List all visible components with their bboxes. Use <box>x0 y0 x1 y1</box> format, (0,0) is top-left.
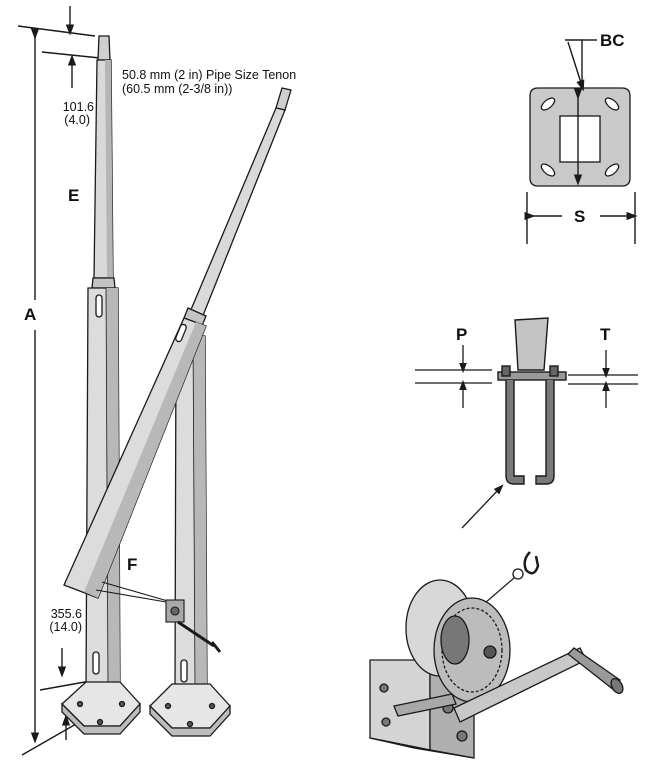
dimension-s <box>524 192 638 244</box>
dimension-bc <box>565 39 597 186</box>
label-p: P <box>456 325 468 344</box>
dimension-p <box>415 345 492 408</box>
label-a: A <box>24 305 37 324</box>
dim-top-in: (4.0) <box>64 113 90 127</box>
hand-winch-illustration <box>369 551 624 759</box>
upright-pole <box>61 35 141 735</box>
label-bc: BC <box>600 31 625 50</box>
label-f: F <box>127 555 138 574</box>
hinge-winch-assembly <box>95 581 222 653</box>
label-t: T <box>600 325 611 344</box>
dimension-a <box>17 25 96 756</box>
tenon-label-line1: 50.8 mm (2 in) Pipe Size Tenon <box>122 68 297 82</box>
dim-bottom-in: (14.0) <box>49 620 82 634</box>
pointer-arrow <box>461 484 504 529</box>
dimension-top-tenon <box>41 6 101 88</box>
dim-top-mm: 101.6 <box>62 100 94 114</box>
dimension-t <box>568 350 638 408</box>
label-e: E <box>68 186 80 205</box>
dim-bottom-mm: 355.6 <box>50 607 82 621</box>
tenon-label-line2: (60.5 mm (2-3/8 in)) <box>122 82 233 96</box>
base-plate-detail <box>529 87 631 187</box>
tilted-pole-section <box>63 87 292 599</box>
anchor-bolt-detail <box>497 317 567 485</box>
label-s: S <box>574 207 586 226</box>
